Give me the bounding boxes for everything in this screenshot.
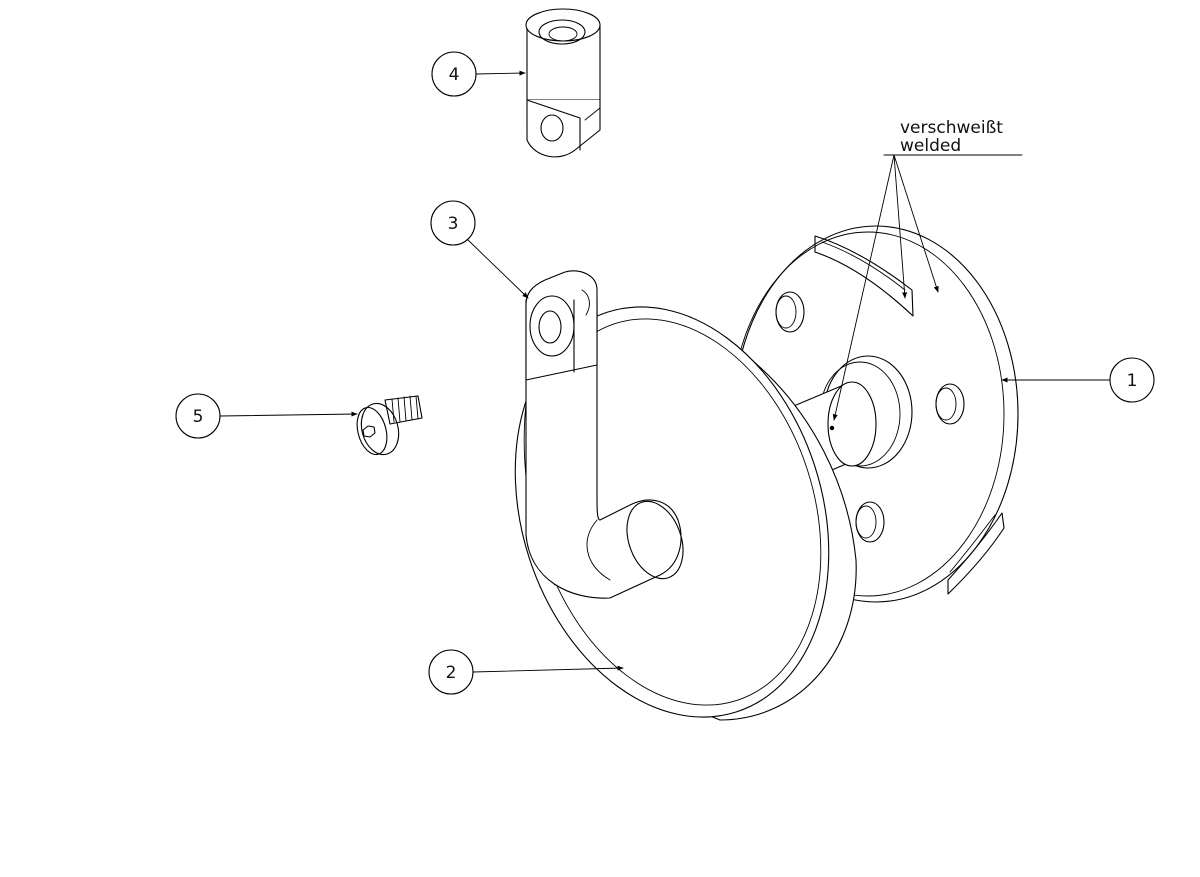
weld-note-english: welded	[900, 136, 961, 156]
weld-note-german: verschweißt	[900, 118, 1003, 138]
balloon-5-label: 5	[193, 407, 204, 427]
balloon-2-label: 2	[446, 663, 457, 683]
part-5-screw	[356, 395, 423, 456]
balloon-2: 2	[428, 649, 624, 695]
balloon-4-label: 4	[449, 65, 460, 85]
balloon-4: 4	[431, 51, 526, 97]
part-3-bent-arm	[525, 270, 684, 599]
part-4-clevis	[525, 8, 601, 158]
weld-note: verschweißt welded	[832, 118, 1023, 421]
balloon-1-label: 1	[1127, 371, 1138, 391]
balloon-3-label: 3	[448, 214, 459, 234]
balloon-3: 3	[430, 200, 529, 299]
balloon-5: 5	[175, 393, 358, 439]
balloon-1: 1	[1001, 357, 1155, 403]
